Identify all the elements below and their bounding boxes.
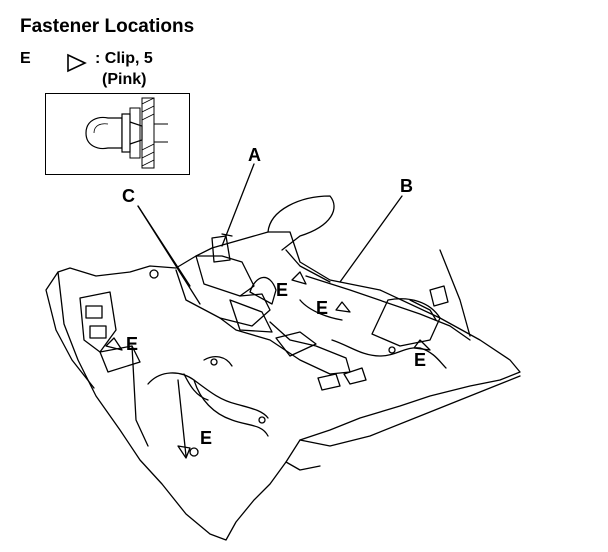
page-title: Fastener Locations [20, 16, 195, 37]
callout-e: E [316, 298, 329, 318]
callout-b: B [400, 176, 413, 196]
clip-detail-drawing [85, 97, 168, 169]
legend-symbol-letter: E [20, 50, 31, 67]
legend-description: : Clip, 5 [95, 50, 153, 67]
open-triangle-icon [67, 53, 87, 73]
callout-e: E [126, 334, 139, 354]
callout-e: E [200, 428, 213, 448]
clip-detail-inset [45, 93, 190, 175]
callout-c: C [122, 186, 135, 206]
callout-a: A [248, 145, 261, 165]
callout-e: E [414, 350, 427, 370]
legend-color-note: (Pink) [102, 71, 147, 88]
callout-e: E [276, 280, 289, 300]
